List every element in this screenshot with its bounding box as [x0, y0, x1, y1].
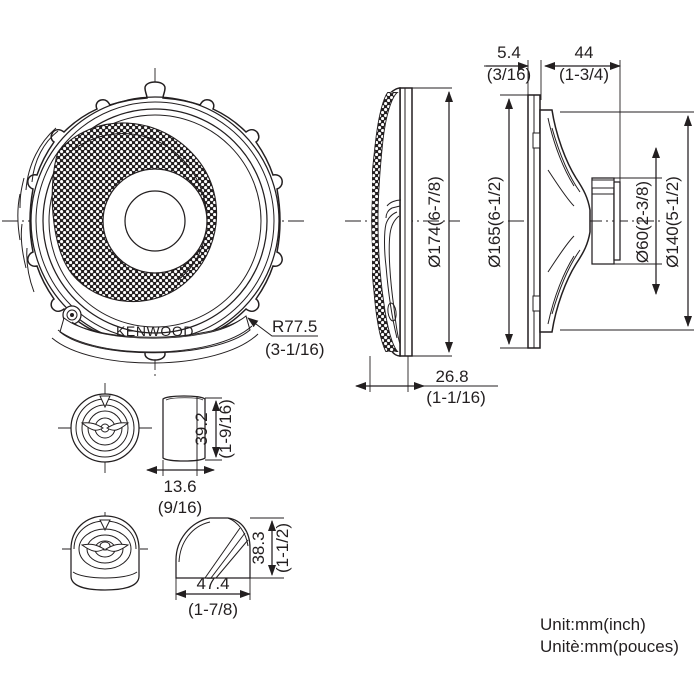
- section-magnet-diameter-dimension: Ø60(2-3/8): [612, 147, 662, 295]
- front-view-cone-outline: [48, 114, 262, 328]
- front-view-brand-badge: KENWOOD: [59, 315, 251, 354]
- side-view-diameter-dimension: Ø174(6-7/8): [404, 87, 453, 357]
- side-view-grille-mesh: [372, 92, 400, 352]
- brand-label: KENWOOD: [116, 323, 194, 339]
- section-frame-diameter-value: Ø165(6-1/2): [485, 176, 504, 268]
- side-view-depth-dimension: 26.8 (1-1/16): [355, 356, 498, 407]
- tweeter-flush-depth-value: 13.6: [163, 477, 196, 496]
- section-flange-thickness-dimension: 5.4 (3/16): [484, 43, 542, 100]
- radius-callout-value: R77.5: [272, 317, 317, 336]
- tweeter-flush-height-inch: (1-9/16): [216, 399, 235, 459]
- unit-note-english: Unit:mm(inch): [540, 615, 646, 634]
- section-body-depth-value: 44: [575, 43, 594, 62]
- tweeter-flush-mount-view: 39.2 (1-9/16) 13.6 (9/16): [58, 383, 235, 517]
- speaker-side-profile-view: Ø174(6-7/8) 26.8 (1-1/16): [345, 87, 498, 407]
- tweeter-surface-width-inch: (1-7/8): [188, 600, 238, 619]
- radius-callout: R77.5 (3-1/16): [247, 317, 325, 359]
- unit-note: Unit:mm(inch) Unitè:mm(pouces): [540, 615, 679, 656]
- section-view-frame-ribs: [547, 117, 581, 325]
- tweeter-surface-height-inch: (1-1/2): [273, 523, 292, 573]
- unit-note-french: Unitè:mm(pouces): [540, 637, 679, 656]
- section-mount-diameter-value: Ø140(5-1/2): [663, 176, 682, 268]
- speaker-cross-section-view: 5.4 (3/16) 44 (1-3/4) Ø165(6-1/2) Ø60(2-…: [484, 43, 694, 349]
- tweeter-flush-height-value: 39.2: [192, 412, 211, 445]
- tweeter-flush-depth-inch: (9/16): [158, 498, 202, 517]
- section-body-depth-inch: (1-3/4): [559, 65, 609, 84]
- radius-callout-inch: (3-1/16): [265, 340, 325, 359]
- front-view-screw-boss: [62, 305, 82, 325]
- section-magnet-diameter-value: Ø60(2-3/8): [633, 181, 652, 263]
- front-view-dustcap-inner: [124, 190, 186, 252]
- tweeter-surface-width-dimension: 47.4 (1-7/8): [175, 574, 251, 619]
- tweeter-flush-depth-dimension: 13.6 (9/16): [146, 460, 215, 517]
- section-mount-diameter-dimension: Ø140(5-1/2): [560, 111, 694, 331]
- speaker-front-view: KENWOOD R77.5 (3-1/16): [2, 68, 325, 376]
- section-view-magnet: [591, 177, 621, 265]
- side-view-depth-inch: (1-1/16): [426, 388, 486, 407]
- side-view-flange-plate: [399, 87, 413, 357]
- tweeter-flush-front: [70, 393, 140, 463]
- tweeter-flush-height-dimension: 39.2 (1-9/16): [192, 397, 235, 461]
- side-view-depth-value: 26.8: [435, 367, 468, 386]
- tweeter-surface-mount-view: 38.3 (1-1/2) 47.4 (1-7/8): [62, 512, 292, 619]
- tweeter-surface-side: [175, 517, 251, 579]
- section-flange-thickness-value: 5.4: [497, 43, 521, 62]
- tweeter-surface-height-dimension: 38.3 (1-1/2): [249, 517, 292, 579]
- tweeter-surface-width-value: 47.4: [196, 574, 229, 593]
- side-view-inner-contours: [384, 199, 402, 345]
- front-view-left-flange-lines: [17, 127, 59, 293]
- front-view-bottom-rim-lines: [51, 325, 259, 364]
- section-view-basket: [539, 109, 591, 333]
- tweeter-flush-side: [162, 395, 206, 462]
- section-body-depth-dimension: 44 (1-3/4): [544, 43, 621, 182]
- section-flange-thickness-inch: (3/16): [487, 65, 531, 84]
- section-frame-diameter-dimension: Ø165(6-1/2): [485, 94, 530, 349]
- section-view-flange: [527, 94, 544, 349]
- tweeter-surface-height-value: 38.3: [249, 531, 268, 564]
- side-view-diameter-value: Ø174(6-7/8): [425, 176, 444, 268]
- tweeter-surface-front: [70, 515, 140, 591]
